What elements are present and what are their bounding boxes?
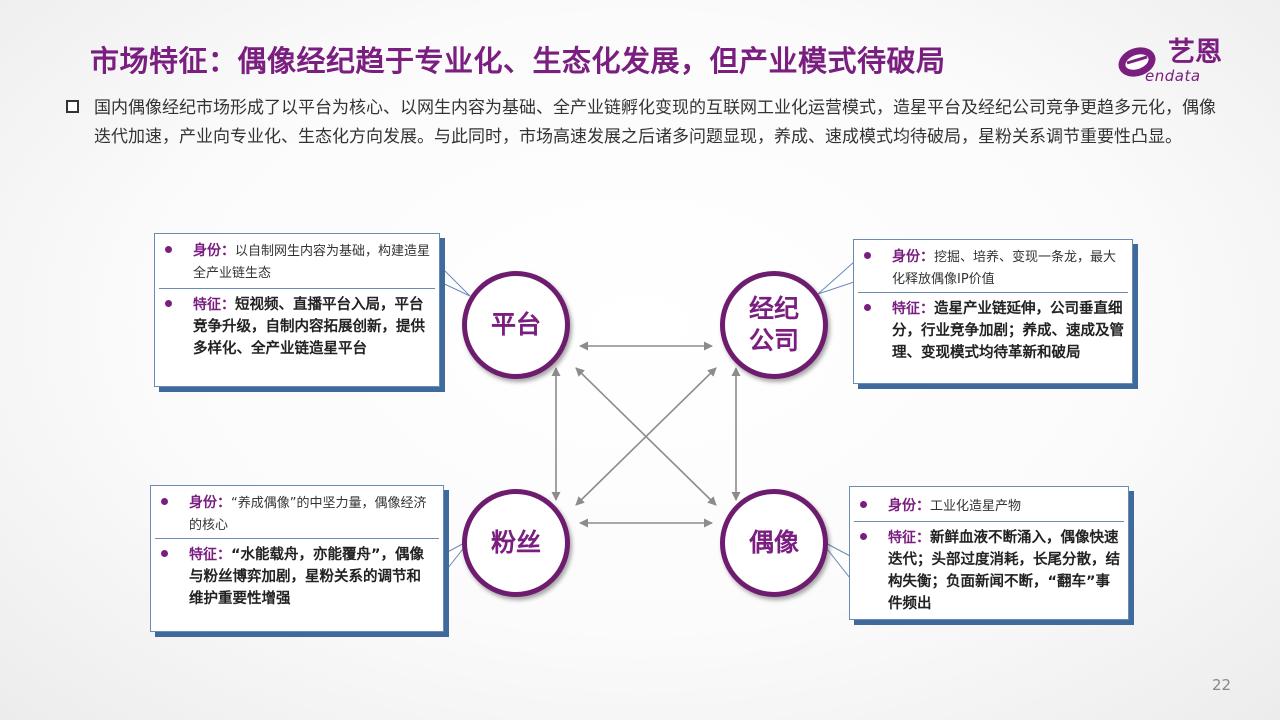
node-agency: 经纪 公司: [720, 271, 828, 379]
bullet-dot-icon: [161, 498, 168, 505]
identity-label: 身份：: [892, 249, 934, 265]
idol-card: 身份：工业化造星产物 特征：新鲜血液不断涌入，偶像快速迭代；头部过度消耗，长尾分…: [849, 486, 1129, 620]
platform-card: 身份：以自制网生内容为基础，构建造星全产业链生态 特征：短视频、直播平台入局，平…: [154, 233, 440, 387]
slide-title: 市场特征：偶像经纪趋于专业化、生态化发展，但产业模式待破局: [90, 44, 946, 78]
arrow-agency-fans: [575, 367, 717, 506]
platform-identity-text: 以自制网生内容为基础，构建造星全产业链生态: [193, 244, 431, 281]
bullet-dot-icon: [165, 300, 172, 307]
fans-feature-text: “水能载舟，亦能覆舟”，偶像与粉丝博弈加剧，星粉关系的调节和维护重要性增强: [189, 547, 425, 607]
page-number: 22: [1212, 676, 1232, 694]
idol-feature-text: 新鲜血液不断涌入，偶像快速迭代；头部过度消耗，长尾分散，结构失衡；负面新闻不断，…: [888, 530, 1120, 612]
identity-label: 身份：: [193, 243, 235, 259]
node-idol-label: 偶像: [748, 528, 799, 557]
logo-chinese-text: 艺恩: [1168, 37, 1222, 68]
bullet-dot-icon: [161, 550, 168, 557]
card-divider: [858, 292, 1128, 293]
platform-feature-text: 短视频、直播平台入局，平台竞争升级，自制内容拓展创新，提供多样化、全产业链造星平…: [193, 297, 425, 357]
callout-pointer-agency: [817, 260, 855, 295]
idol-identity-text: 工业化造星产物: [930, 499, 1022, 514]
endata-logo-mark-icon: [1118, 47, 1156, 77]
bullet-dot-icon: [860, 533, 867, 540]
node-agency-label-line2: 公司: [748, 326, 799, 355]
square-bullet-icon: [66, 100, 79, 113]
node-idol: 偶像: [720, 489, 828, 597]
node-agency-label-line1: 经纪: [748, 294, 799, 323]
endata-logo: 艺恩 endata: [1115, 30, 1245, 90]
logo-english-text: endata: [1145, 67, 1201, 85]
card-divider: [155, 538, 439, 539]
node-fans-label: 粉丝: [490, 528, 541, 557]
card-divider: [854, 521, 1124, 522]
feature-label: 特征：: [892, 301, 934, 317]
agency-card: 身份：挖掘、培养、变现一条龙，最大化释放偶像IP价值 特征：造星产业链延伸，公司…: [853, 239, 1133, 384]
bullet-dot-icon: [864, 304, 871, 311]
identity-label: 身份：: [189, 495, 231, 511]
agency-identity-text: 挖掘、培养、变现一条龙，最大化释放偶像IP价值: [892, 250, 1117, 287]
feature-label: 特征：: [193, 297, 235, 313]
fans-card: 身份：“养成偶像”的中坚力量，偶像经济的核心 特征：“水能载舟，亦能覆舟”，偶像…: [150, 485, 444, 632]
bullet-dot-icon: [165, 246, 172, 253]
bullet-dot-icon: [860, 501, 867, 508]
agency-feature-text: 造星产业链延伸，公司垂直细分，行业竞争加剧；养成、速成及管理、变现模式均待革新和…: [892, 301, 1124, 361]
bullet-dot-icon: [864, 252, 871, 259]
node-fans: 粉丝: [462, 489, 570, 597]
card-divider: [159, 288, 435, 289]
node-platform: 平台: [462, 271, 570, 379]
callout-pointer-platform: [435, 260, 471, 297]
identity-label: 身份：: [888, 498, 930, 514]
feature-label: 特征：: [189, 547, 231, 563]
intro-text: 国内偶像经纪市场形成了以平台为核心、以网生内容为基础、全产业链孵化变现的互联网工…: [94, 98, 1216, 147]
feature-label: 特征：: [888, 530, 930, 546]
node-platform-label: 平台: [490, 310, 541, 339]
fans-identity-text: “养成偶像”的中坚力量，偶像经济的核心: [189, 496, 427, 533]
